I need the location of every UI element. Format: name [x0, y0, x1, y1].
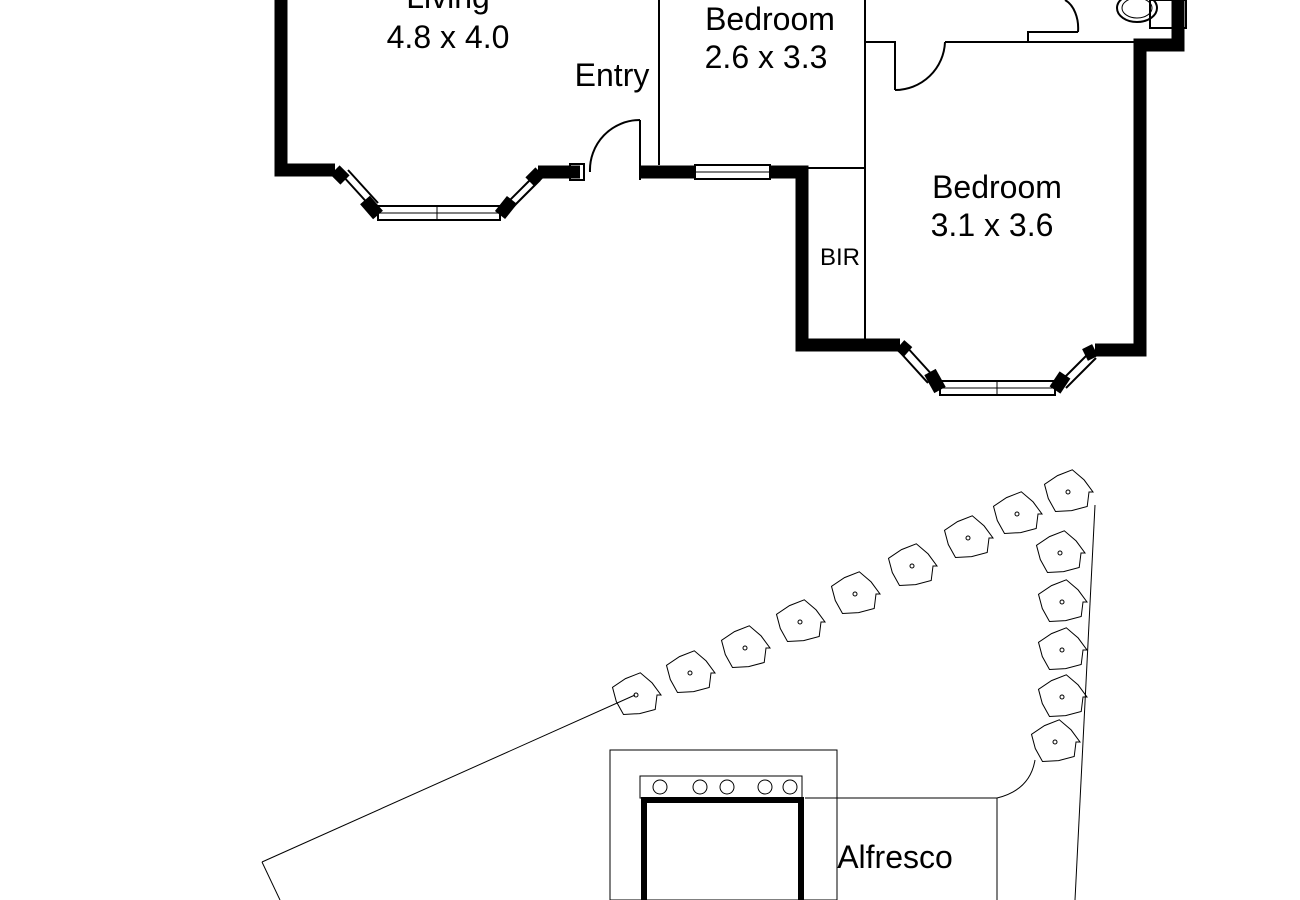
shrub-icon — [943, 515, 994, 559]
bedroom1-label: Bedroom — [705, 1, 835, 37]
small-plant-icon — [782, 779, 798, 795]
shrub-icon — [1037, 674, 1088, 718]
room-labels: Living 4.8 x 4.0 Entry Bedroom 2.6 x 3.3… — [387, 0, 1062, 875]
shrub-icon — [830, 571, 881, 615]
small-plant-icon — [692, 779, 708, 795]
small-plant-icon — [652, 779, 668, 795]
shrubs — [611, 469, 1094, 795]
shrub-icon — [775, 599, 826, 643]
small-plant-icon — [719, 779, 735, 795]
shrub-icon — [992, 491, 1043, 535]
shrub-icon — [1030, 719, 1081, 763]
shrub-icon — [611, 672, 662, 716]
interior-walls — [639, 0, 1140, 345]
toilet-icon — [1116, 0, 1158, 23]
shrub-icon — [887, 543, 938, 587]
building-outline — [641, 797, 804, 900]
shrub-icon — [1043, 469, 1094, 513]
shrub-icon — [665, 650, 716, 694]
shrub-icon — [1037, 627, 1088, 671]
shrub-icon — [720, 625, 771, 669]
windows — [341, 0, 1187, 396]
small-plant-icon — [757, 779, 773, 795]
entry-label: Entry — [575, 57, 650, 93]
yard — [261, 504, 1096, 900]
shrub-icon — [1035, 530, 1086, 574]
alfresco-label: Alfresco — [837, 839, 953, 875]
doors — [588, 0, 1080, 173]
living-label: Living — [406, 0, 490, 15]
shrub-icon — [1037, 579, 1088, 623]
bedroom2-size: 3.1 x 3.6 — [931, 207, 1054, 243]
living-size: 4.8 x 4.0 — [387, 19, 510, 55]
bedroom2-label: Bedroom — [932, 169, 1062, 205]
bir-label: BIR — [820, 244, 860, 271]
bedroom1-size: 2.6 x 3.3 — [705, 39, 828, 75]
